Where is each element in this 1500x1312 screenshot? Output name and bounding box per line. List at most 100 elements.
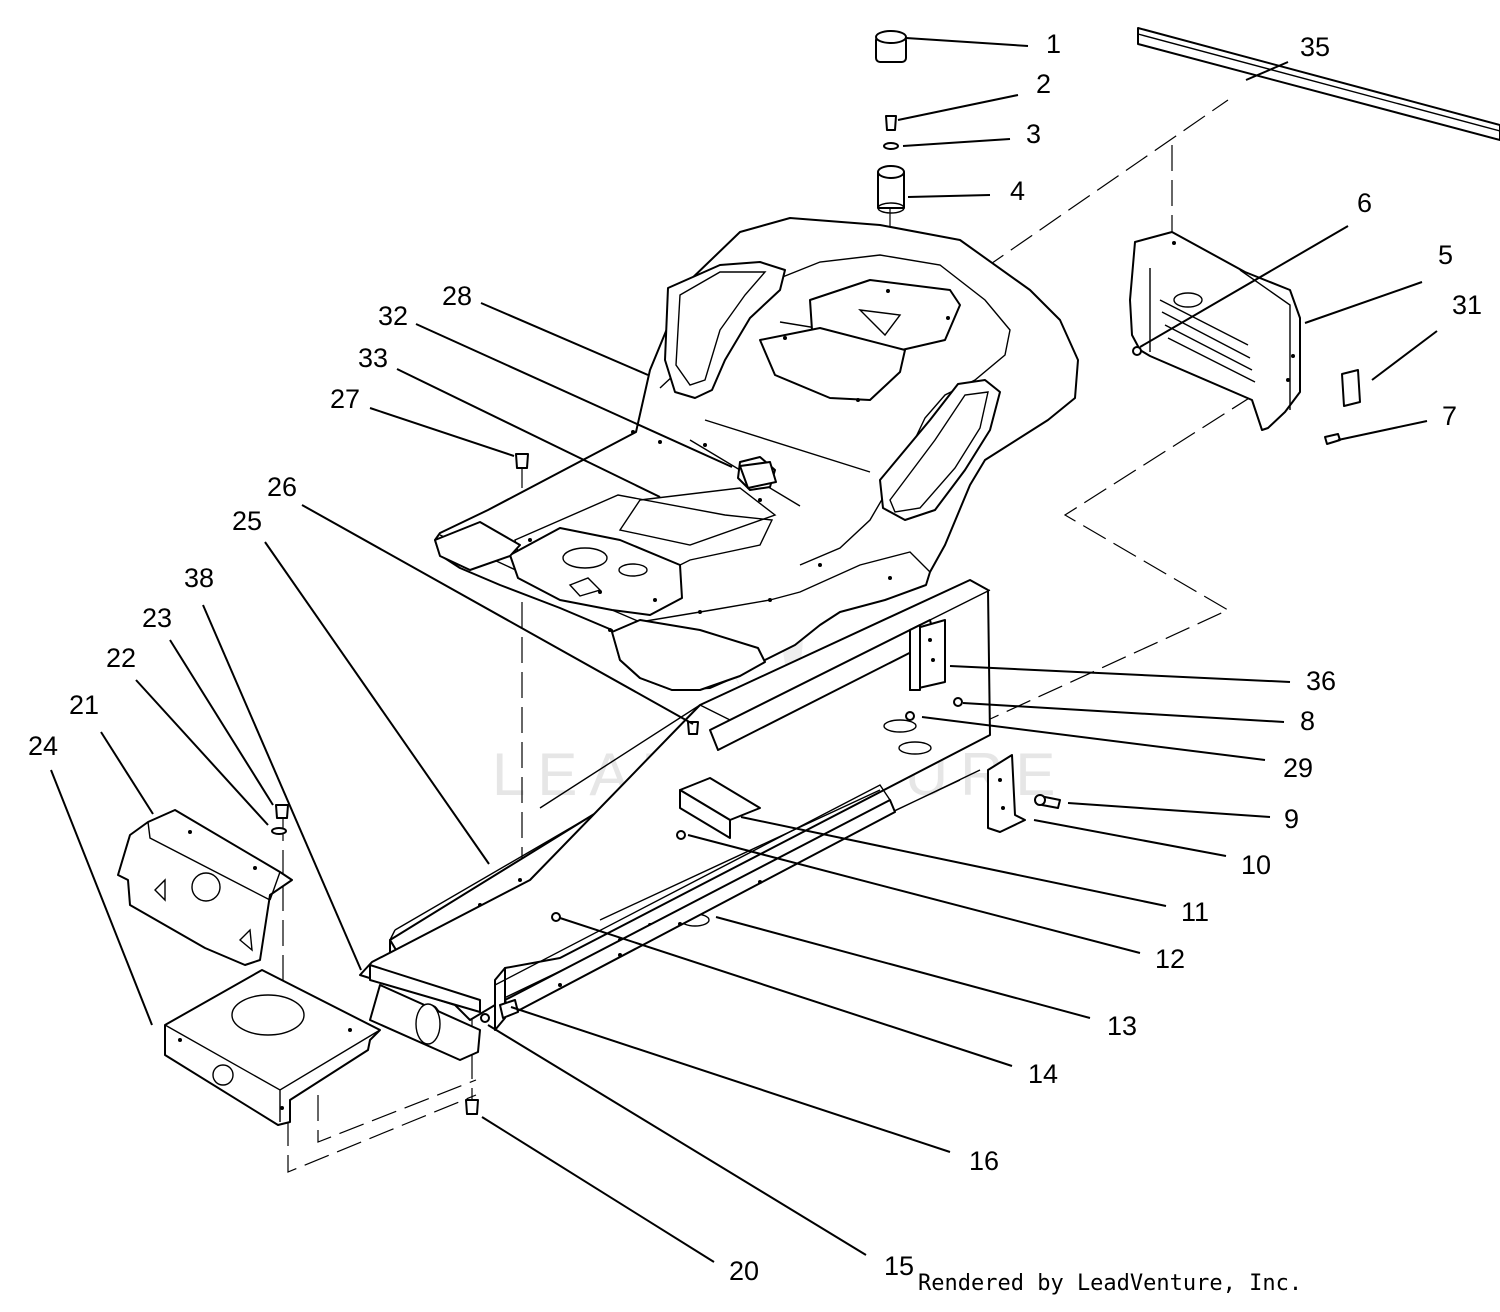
callout-38: 38 [184,563,362,971]
leader-line [1337,420,1428,441]
callout-4: 4 [907,176,1025,206]
part-22-washer [271,827,287,835]
part-14-nut [551,912,561,922]
callout-8: 8 [962,702,1315,736]
callout-number: 25 [232,506,262,536]
callout-25: 25 [232,506,490,865]
leader-line [905,37,1029,47]
callout-6: 6 [1139,188,1372,348]
leader-line [902,138,1011,147]
callout-number: 12 [1155,944,1185,974]
callout-27: 27 [330,384,515,457]
assembly-lines [282,99,1255,1173]
leader-line [480,302,649,376]
part-27-bolt [515,453,529,469]
callout-number: 36 [1306,666,1336,696]
callout-number: 38 [184,563,214,593]
callout-7: 7 [1337,401,1457,441]
frame-body [359,579,991,1061]
part-5-rear-bracket [1129,231,1301,431]
callout-number: 13 [1107,1011,1137,1041]
part-21-front-bracket [117,809,293,966]
callout-36: 36 [949,665,1336,696]
leader-line [921,716,1266,761]
part-36-bracket [909,619,946,691]
leader-line [907,194,991,198]
callout-number: 9 [1284,804,1299,834]
part-35-rear-bar [1137,27,1500,141]
callout-number: 3 [1026,119,1041,149]
callout-number: 20 [729,1256,759,1286]
leader-line [510,1006,951,1153]
callout-number: 23 [142,603,172,633]
callout-number: 10 [1241,850,1271,880]
callout-layer: 1234563173528323327262538232221243682991… [28,29,1482,1286]
part-8-nut [953,697,963,707]
leader-line [396,368,661,498]
callout-9: 9 [1067,802,1299,834]
callout-3: 3 [902,119,1041,149]
callout-33: 33 [358,343,661,498]
callout-number: 29 [1283,753,1313,783]
callout-number: 15 [884,1251,914,1281]
callout-number: 1 [1046,29,1061,59]
callout-10: 10 [1033,819,1271,880]
leader-line [715,916,1091,1019]
part-11-cross-bar [679,777,761,839]
callout-21: 21 [69,690,154,815]
leader-line [415,323,733,468]
part-26-bolt [687,721,699,735]
part-20-bolt [465,1099,479,1115]
callout-number: 33 [358,343,388,373]
callout-23: 23 [142,603,274,806]
part-9-bolt [1034,794,1061,809]
part-23-bolt [275,804,289,819]
part-10-bracket [987,754,1026,833]
leader-line [1033,819,1227,857]
leader-line [369,407,515,457]
callout-14: 14 [559,917,1058,1089]
part-31-decal [1341,369,1361,407]
callout-5: 5 [1304,240,1453,324]
part-12-nut [676,830,686,840]
leader-line [481,1116,715,1263]
callout-number: 2 [1036,69,1051,99]
callout-number: 22 [106,643,136,673]
leader-line [1245,61,1289,81]
callout-35: 35 [1245,32,1330,81]
callout-number: 6 [1357,188,1372,218]
callout-number: 7 [1442,401,1457,431]
part-24-front-plate [164,969,381,1126]
callout-15: 15 [487,1024,914,1281]
part-16-clip [499,999,519,1019]
part-29-nut [905,711,915,721]
leader-line [135,679,269,826]
callout-number: 35 [1300,32,1330,62]
callout-28: 28 [442,281,649,376]
leader-line [100,731,154,815]
part-33-decal [618,487,777,546]
callout-number: 26 [267,472,297,502]
callout-31: 31 [1371,290,1482,381]
leader-line [897,94,1019,121]
callout-24: 24 [28,731,153,1026]
part-1-knob [875,30,907,63]
callout-11: 11 [740,816,1209,927]
leader-line [740,816,1167,907]
leader-line [50,769,153,1026]
callout-number: 21 [69,690,99,720]
leader-line [1139,225,1349,348]
leader-line [487,1024,867,1256]
part-6-screw [1132,346,1142,356]
callout-number: 32 [378,301,408,331]
part-32-decal [739,461,777,489]
part-28-fender [434,217,1079,691]
leader-line [202,604,362,971]
callout-1: 1 [905,29,1061,59]
part-4-spacer [877,165,905,214]
callout-20: 20 [481,1116,759,1286]
callout-number: 16 [969,1146,999,1176]
callout-number: 28 [442,281,472,311]
callout-2: 2 [897,69,1051,121]
part-2-screw [885,115,897,131]
